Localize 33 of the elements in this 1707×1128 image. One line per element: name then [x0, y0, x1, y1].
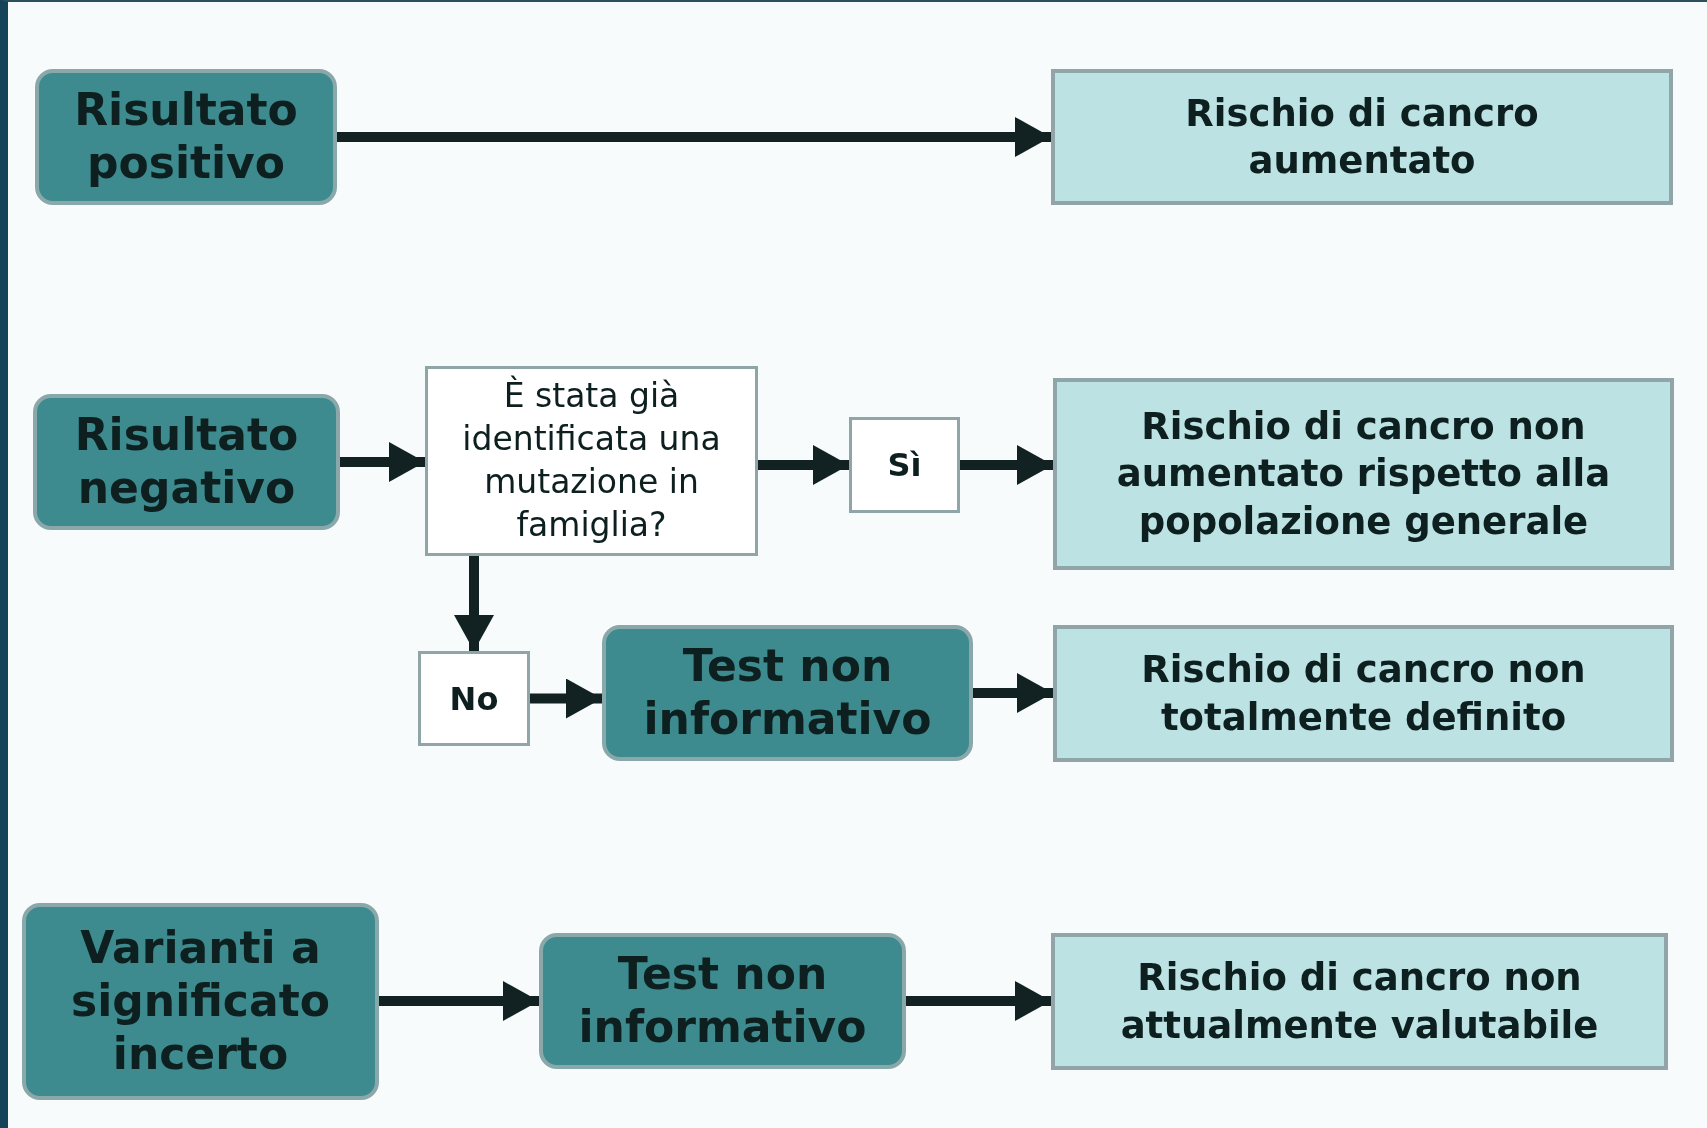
- node-text: Rischio di cancro non attualmente valutabile: [1119, 955, 1600, 1049]
- arrow: [530, 678, 602, 719]
- answer-box: [418, 651, 530, 746]
- result-box: [33, 394, 340, 530]
- arrow: [340, 442, 425, 482]
- node-text: Rischio di cancro non totalmente definito: [1140, 647, 1587, 741]
- arrow: [337, 117, 1051, 157]
- node-text: Rischio di cancro non aumentato rispetto alla popolazione generale: [1115, 403, 1612, 545]
- decision-box: [425, 366, 758, 556]
- node-text: Varianti a significato incerto: [70, 922, 331, 1081]
- result-box: [22, 903, 379, 1100]
- result-box: [602, 625, 973, 761]
- risk-box: [1053, 378, 1674, 570]
- arrow: [454, 556, 494, 651]
- arrow: [906, 981, 1051, 1021]
- arrow: [973, 673, 1053, 713]
- risk-box: [1051, 933, 1668, 1070]
- arrow: [379, 981, 539, 1021]
- risk-box: [1051, 69, 1673, 205]
- arrow: [960, 445, 1053, 485]
- result-box: [539, 933, 906, 1069]
- node-text: No: [449, 679, 499, 718]
- node-text: Risultato negativo: [73, 409, 300, 515]
- risk-box: [1053, 625, 1674, 762]
- node-text: È stata già identificata una mutazione in famiglia?: [461, 375, 722, 546]
- node-text: Rischio di cancro aumentato: [1184, 90, 1540, 184]
- arrow: [758, 445, 849, 485]
- answer-box: [849, 417, 960, 513]
- node-text: Test non informativo: [577, 948, 868, 1054]
- node-text: Sì: [887, 446, 922, 484]
- node-text: Test non informativo: [642, 640, 933, 746]
- node-text: Risultato positivo: [73, 84, 299, 190]
- result-box: [35, 69, 337, 205]
